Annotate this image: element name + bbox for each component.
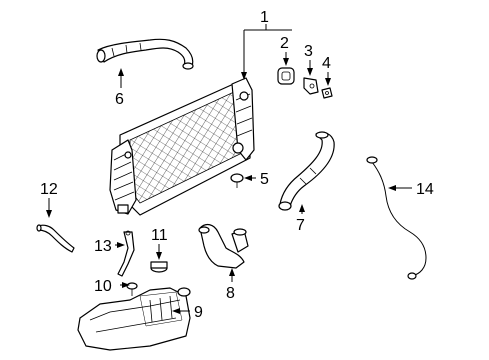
clamp-icon: [277, 67, 295, 85]
callout-12: 12: [40, 181, 58, 198]
callout-11: 11: [151, 227, 168, 244]
outlet-icon: [198, 223, 249, 269]
callout-8: 8: [226, 285, 235, 302]
radiator-icon: [109, 77, 255, 216]
callout-labels: 1 2 3 4 5 6 7 8 9 10 11 12 13 14: [40, 9, 434, 321]
callout-10: 10: [94, 278, 112, 295]
callout-1: 1: [260, 9, 269, 26]
callout-5: 5: [260, 171, 269, 188]
tube-icon: [117, 230, 135, 277]
callout-13: 13: [94, 238, 112, 255]
bracket-icon: [303, 77, 319, 95]
clip-icon: [321, 87, 333, 99]
callout-14: 14: [416, 181, 434, 198]
leader-lines: [46, 24, 412, 314]
bolt-icon: [126, 282, 138, 296]
callout-2: 2: [280, 35, 289, 52]
reservoir-icon: [77, 287, 191, 351]
hose-icon: [96, 38, 194, 70]
callout-3: 3: [304, 43, 313, 60]
callout-9: 9: [194, 304, 203, 321]
bolt-icon: [230, 173, 244, 188]
line-icon: [366, 156, 427, 280]
hose-icon: [278, 131, 335, 211]
cap-icon: [150, 261, 168, 273]
callout-4: 4: [322, 55, 331, 72]
tube-icon: [36, 224, 75, 253]
callout-6: 6: [115, 91, 124, 108]
callout-7: 7: [296, 217, 305, 234]
